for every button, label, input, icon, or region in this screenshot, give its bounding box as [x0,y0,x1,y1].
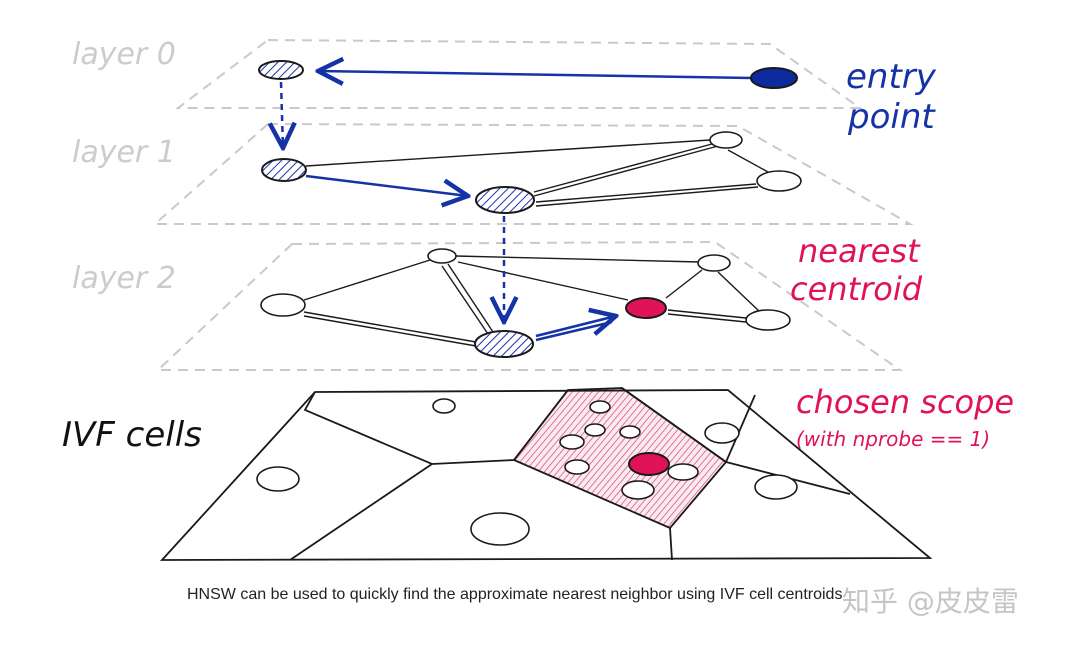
ivf-centroid [754,474,798,500]
nearest-label-line2: centroid [790,270,923,308]
ivf-cells-label: IVF cells [62,415,202,455]
nprobe-label: (with nprobe == 1) [796,427,990,451]
ivf-centroid [256,466,300,492]
layer2-node [697,254,731,272]
ivf-centroid [470,512,530,546]
scope-point [621,480,655,500]
layer2-node [260,293,306,317]
scope-point [584,423,606,437]
layer0-node-hatched [258,60,304,80]
layer1-arrow [305,174,468,196]
layer1-edges [305,139,769,207]
layer2-node [745,309,791,331]
layer1-node [756,170,802,192]
layer1-label: layer 1 [72,135,176,170]
chosen-centroid-node [628,452,670,476]
search-path [281,71,753,342]
entry-point-node [750,67,798,89]
nearest-label-line1: nearest [798,232,921,270]
scope-point [667,463,699,481]
descend-arrow-1 [281,81,283,148]
entry-label-line1: entry [846,57,937,97]
scope-point [564,459,590,475]
layer1-node-hatched-center [475,186,535,214]
nearest-centroid-node [625,297,667,319]
watermark: 知乎 @皮皮雷 [842,585,1019,618]
layer2-node [427,248,457,264]
layer2-arrow [535,316,616,338]
scope-point [619,425,641,439]
layer0-plane [175,38,864,109]
layer1-node [709,131,743,149]
scope-point [589,400,611,414]
entry-label-line2: point [847,97,936,137]
chosen-scope-label: chosen scope [796,383,1014,421]
layer1-node-hatched-left [261,158,307,182]
layer2-node-hatched [474,330,534,358]
layer2-plane [155,240,904,371]
figure-caption: HNSW can be used to quickly find the app… [187,586,843,603]
ivf-outline [159,389,933,561]
layer0-label: layer 0 [72,37,176,72]
chosen-scope-cell [512,387,728,530]
ivf-centroid [704,422,740,444]
scope-point [559,434,585,450]
entry-arrow [318,71,753,78]
ivf-centroid [432,398,456,414]
layer1-plane [152,122,914,225]
ivf-cells [159,387,933,561]
layer-planes [152,38,914,371]
layer2-edges [303,255,761,347]
layer2-label: layer 2 [72,261,176,296]
